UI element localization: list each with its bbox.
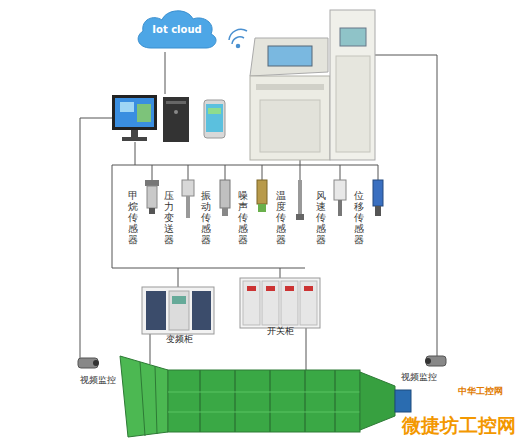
ventilation-fan (120, 356, 411, 437)
sensor-label: 噪声传感器 (238, 190, 248, 245)
sensor-label: 甲烷传感器 (128, 190, 138, 245)
control-console (250, 10, 375, 160)
cabinet-label: 变频柜 (166, 333, 193, 346)
computer-group (112, 95, 225, 142)
sensor-label: 压力变送器 (164, 190, 174, 245)
sensor-label: 振动传感器 (201, 190, 211, 245)
camera-icon (425, 356, 446, 366)
camera-label: 视频监控 (401, 372, 437, 383)
sensor-label: 风速传感器 (316, 190, 326, 245)
sensor-label: 温度传感器 (276, 190, 286, 245)
watermark: 微捷坊工控网 (402, 414, 516, 437)
cloud-node: Iot cloud (133, 6, 221, 52)
wiring (80, 52, 437, 370)
cabinet-node: 开关柜 (238, 276, 322, 338)
camera-icon (78, 358, 99, 368)
vfd-cabinet (142, 287, 214, 334)
switch-cabinet (240, 278, 320, 328)
cloud-label: Iot cloud (152, 24, 201, 35)
wifi-symbol (229, 29, 247, 47)
sensor-label: 位移传感器 (354, 190, 364, 245)
cloud-outline (138, 11, 216, 48)
watermark: 中华工控网 (458, 386, 503, 397)
cabinet-label: 开关柜 (267, 325, 294, 338)
sensor-icons (145, 180, 383, 220)
camera-label: 视频监控 (80, 375, 116, 386)
cabinet-node: 变频柜 (140, 284, 218, 346)
